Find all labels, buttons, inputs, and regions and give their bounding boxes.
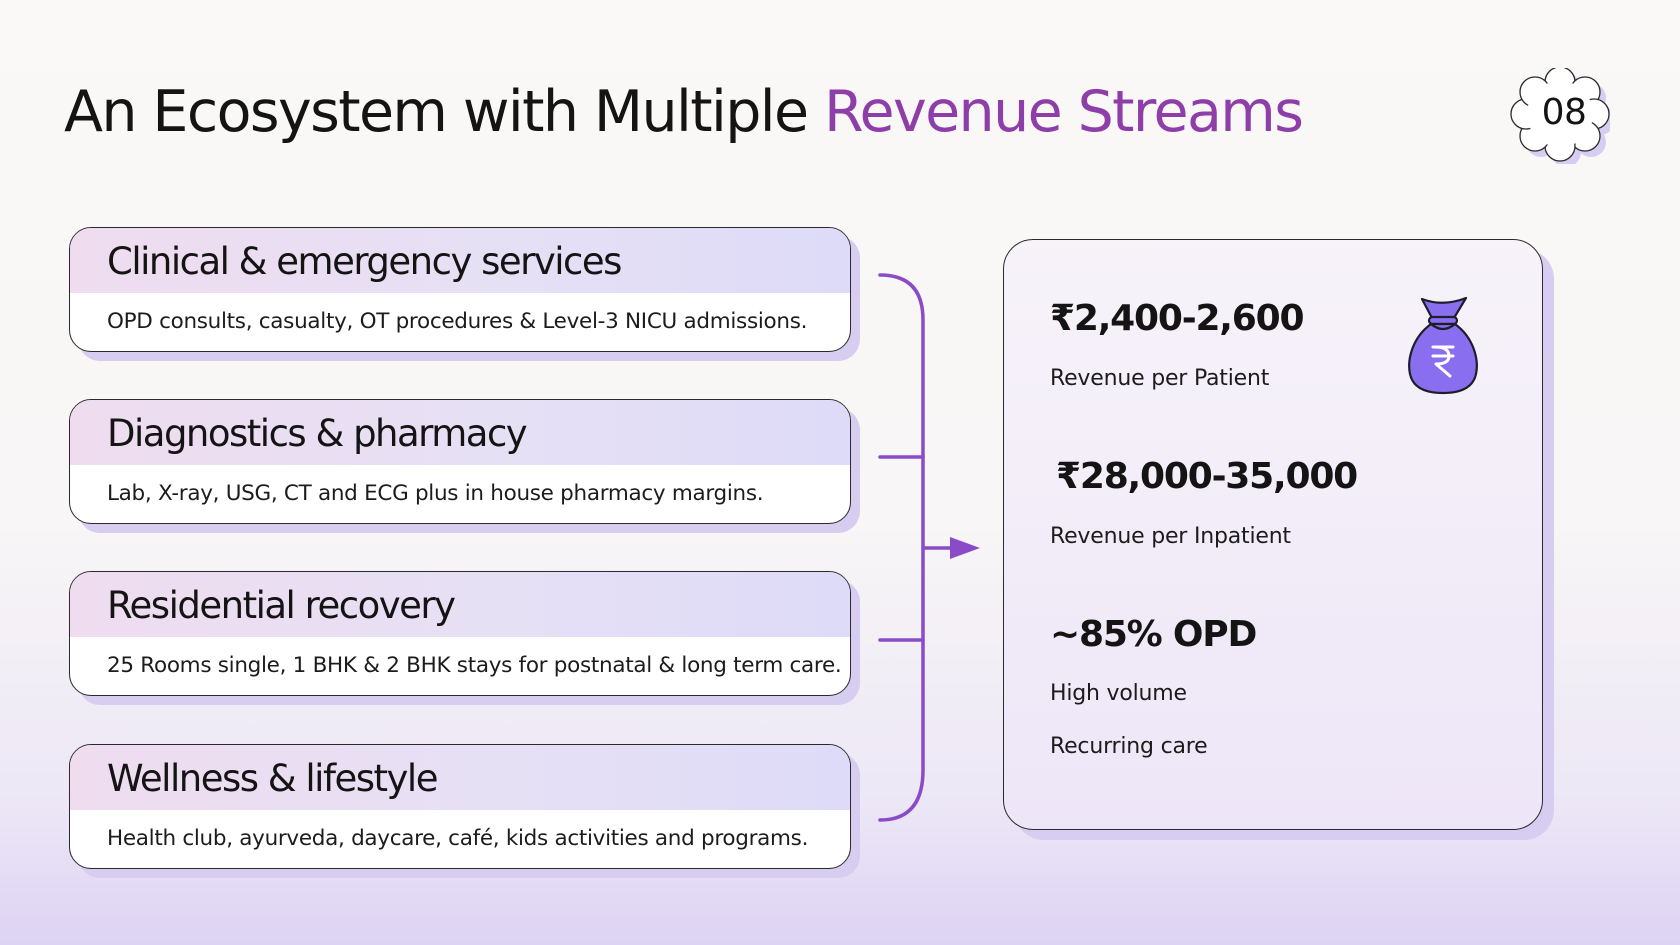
stat-inpatient-revenue: ₹28,000-35,000 [1056, 456, 1358, 497]
stat-inpatient-label: Revenue per Inpatient [1050, 524, 1291, 549]
stream-card-title: Wellness & lifestyle [107, 757, 438, 800]
stat-opd-share: ~85% OPD [1050, 614, 1257, 655]
stream-card-title: Residential recovery [107, 584, 456, 627]
money-bag-rupee-icon [1408, 296, 1478, 395]
stream-card-header [70, 228, 850, 293]
stat-opd-label-recurring: Recurring care [1050, 734, 1208, 759]
stream-card-clinical: Clinical & emergency services OPD consul… [69, 227, 851, 352]
page-title-accent: Revenue Streams [824, 79, 1304, 145]
stream-card-residential: Residential recovery 25 Rooms single, 1 … [69, 571, 851, 696]
stat-patient-revenue: ₹2,400-2,600 [1050, 298, 1305, 339]
stream-card-diagnostics: Diagnostics & pharmacy Lab, X-ray, USG, … [69, 399, 851, 524]
connector-bracket [878, 273, 980, 822]
stream-card-title: Clinical & emergency services [107, 240, 622, 283]
stat-patient-label: Revenue per Patient [1050, 366, 1270, 391]
stream-card-header [70, 745, 850, 810]
page-title-main: An Ecosystem with Multiple [64, 79, 809, 145]
stream-card-description: Lab, X-ray, USG, CT and ECG plus in hous… [107, 481, 764, 506]
stream-card-header [70, 572, 850, 637]
flower-badge-icon [1510, 68, 1610, 164]
stream-card-wellness: Wellness & lifestyle Health club, ayurve… [69, 744, 851, 869]
stat-opd-label-volume: High volume [1050, 681, 1187, 706]
stream-card-description: 25 Rooms single, 1 BHK & 2 BHK stays for… [107, 653, 842, 678]
stream-card-description: Health club, ayurveda, daycare, café, ki… [107, 826, 809, 851]
stream-card-title: Diagnostics & pharmacy [107, 412, 528, 455]
connector-arrow-icon [950, 537, 980, 559]
page-number: 08 [1541, 92, 1587, 133]
stream-card-header [70, 400, 850, 465]
stream-card-description: OPD consults, casualty, OT procedures & … [107, 309, 808, 334]
page-title: An Ecosystem with Multiple Revenue Strea… [64, 72, 1304, 152]
page-number-badge: 08 [1510, 68, 1610, 164]
